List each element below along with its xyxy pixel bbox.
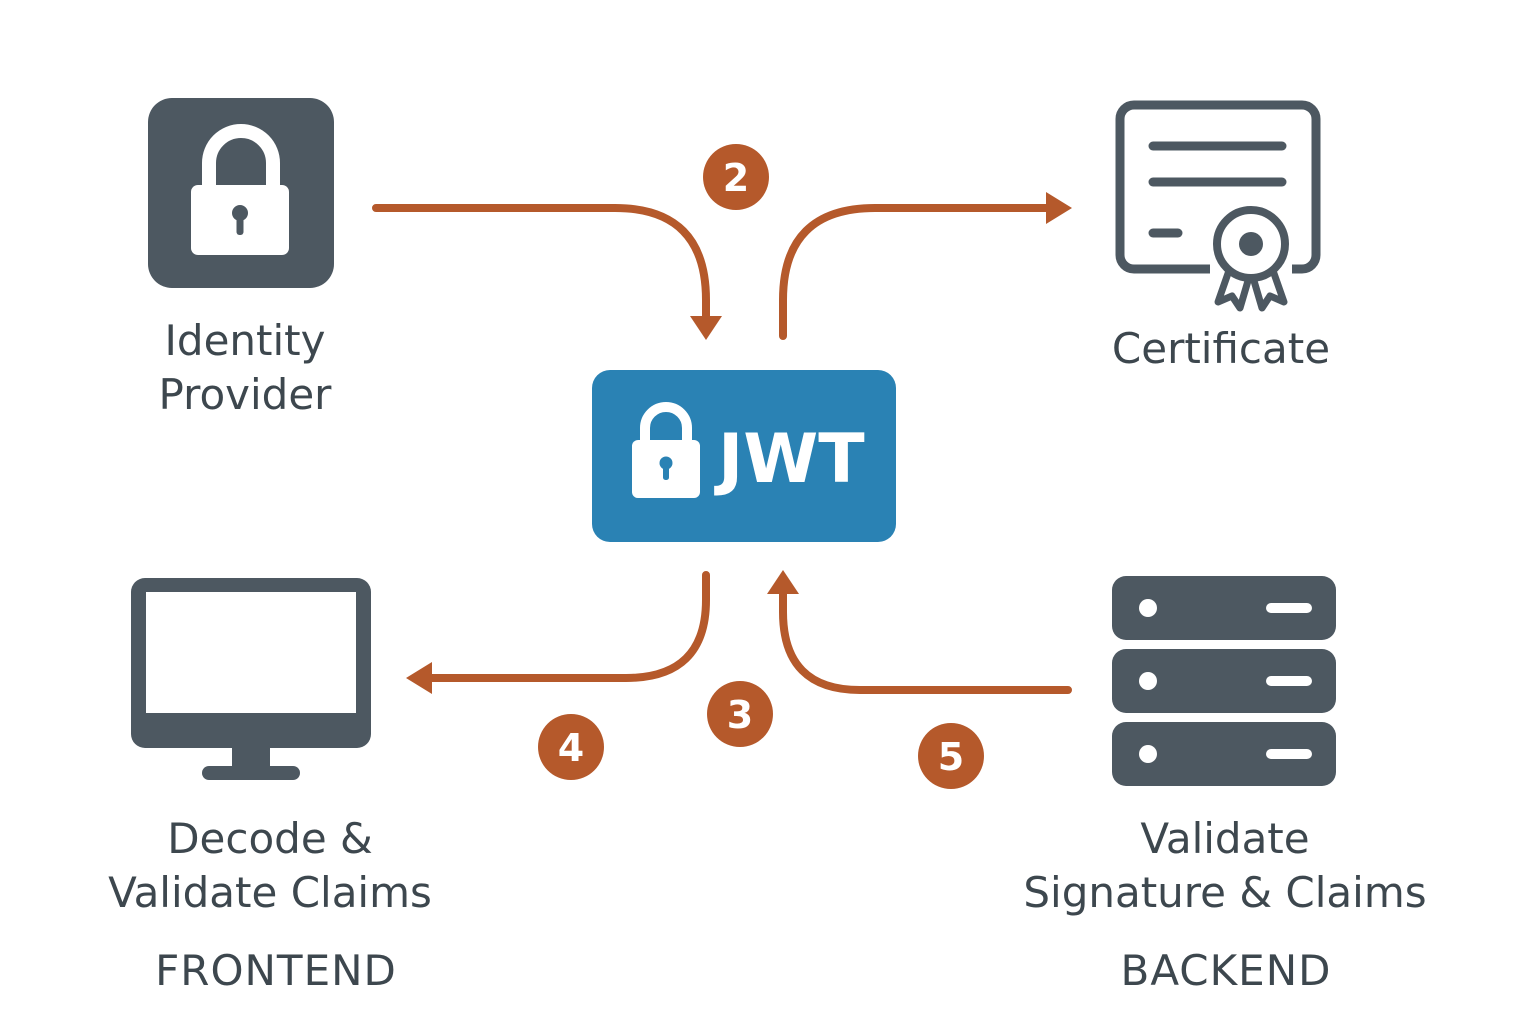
step-badge-5: 5 <box>918 723 984 789</box>
svg-text:3: 3 <box>727 693 753 737</box>
certificate-text: Certificate <box>1111 324 1331 373</box>
certificate-label: Certificate <box>1076 322 1366 376</box>
step-badge-4: 4 <box>538 714 604 780</box>
backend-line1: Validate <box>1140 814 1310 863</box>
arrowhead-down-icon <box>690 316 722 340</box>
arrowhead-left-icon <box>406 662 432 694</box>
svg-text:4: 4 <box>558 726 584 770</box>
certificate-icon <box>1115 100 1321 312</box>
backend-line2: Signature & Claims <box>1023 868 1427 917</box>
frontend-line1: Decode & <box>167 814 373 863</box>
identity-provider-line2: Provider <box>158 370 332 419</box>
backend-label: Validate Signature & Claims <box>1000 812 1450 920</box>
backend-section-title: BACKEND <box>1120 946 1332 995</box>
identity-provider-label: Identity Provider <box>100 314 390 422</box>
svg-text:5: 5 <box>938 735 964 779</box>
frontend-section-title: FRONTEND <box>155 946 397 995</box>
step-badge-2: 2 <box>703 144 769 210</box>
arrow-idp-to-jwt <box>372 204 710 322</box>
jwt-token-box <box>592 370 896 542</box>
arrowhead-up-icon <box>767 570 799 594</box>
frontend-label: Decode & Validate Claims <box>70 812 470 920</box>
jwt-lock-icon <box>632 402 700 498</box>
arrow-jwt-to-frontend <box>424 571 710 682</box>
arrow-backend-to-jwt <box>779 588 1072 694</box>
identity-provider-line1: Identity <box>164 316 326 365</box>
identity-provider-lock-icon <box>148 98 334 288</box>
frontend-monitor-icon <box>131 578 371 780</box>
backend-server-icon <box>1112 576 1336 786</box>
step-badge-3: 3 <box>707 681 773 747</box>
svg-text:2: 2 <box>723 156 749 200</box>
frontend-line2: Validate Claims <box>108 868 432 917</box>
arrow-jwt-to-certificate <box>779 204 1054 340</box>
arrowhead-right-icon <box>1046 192 1072 224</box>
jwt-label: JWT <box>718 420 865 499</box>
